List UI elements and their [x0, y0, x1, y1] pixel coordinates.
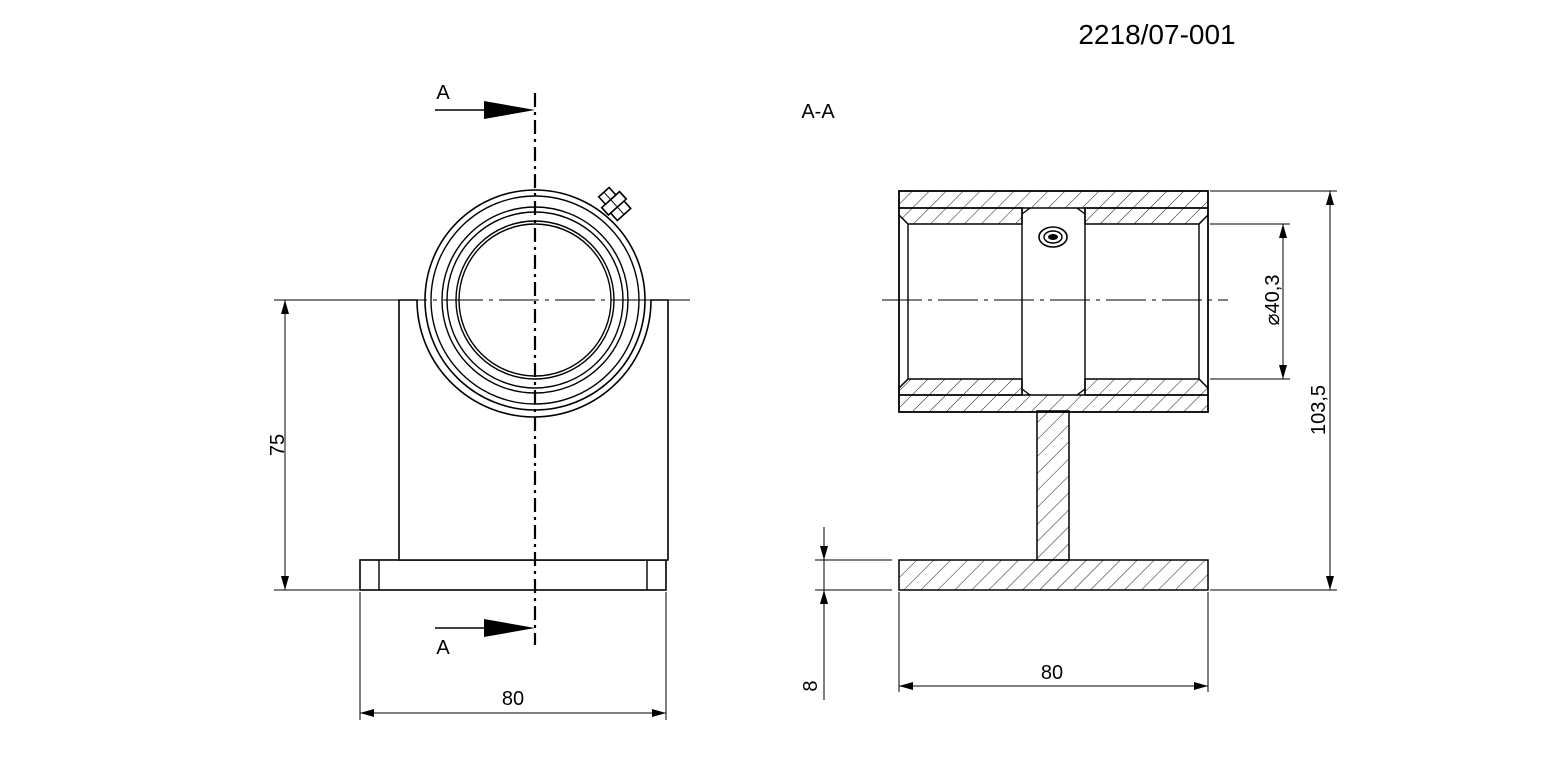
dim-front-height: 75 [267, 434, 289, 456]
front-upright-body [398, 299, 669, 561]
section-housing-bottom [898, 394, 1209, 413]
dim-base-thickness: 8 [800, 680, 822, 691]
section-bushing-bottom [898, 378, 1023, 396]
section-stem [1036, 410, 1070, 561]
section-marker-bottom: A [436, 637, 450, 659]
section-housing-top [898, 190, 1209, 209]
section-bushing-top [898, 207, 1023, 225]
dim-total-height: 103,5 [1308, 385, 1330, 435]
drawing-number: 2218/07-001 [1078, 19, 1235, 50]
section-arrow-bottom [484, 619, 535, 637]
front-base-plate [359, 559, 667, 591]
front-view: A A 75 80 [267, 82, 690, 720]
section-view: A-A [800, 101, 1337, 700]
grease-nipple [597, 186, 632, 222]
dim-front-width: 80 [502, 688, 524, 710]
section-view-label: A-A [801, 101, 835, 123]
section-arrow-top [484, 101, 535, 119]
section-base-plate [898, 559, 1209, 591]
section-marker-top: A [436, 82, 450, 104]
dim-diameter: ⌀40,3 [1262, 275, 1284, 326]
dim-section-width: 80 [1041, 662, 1063, 684]
